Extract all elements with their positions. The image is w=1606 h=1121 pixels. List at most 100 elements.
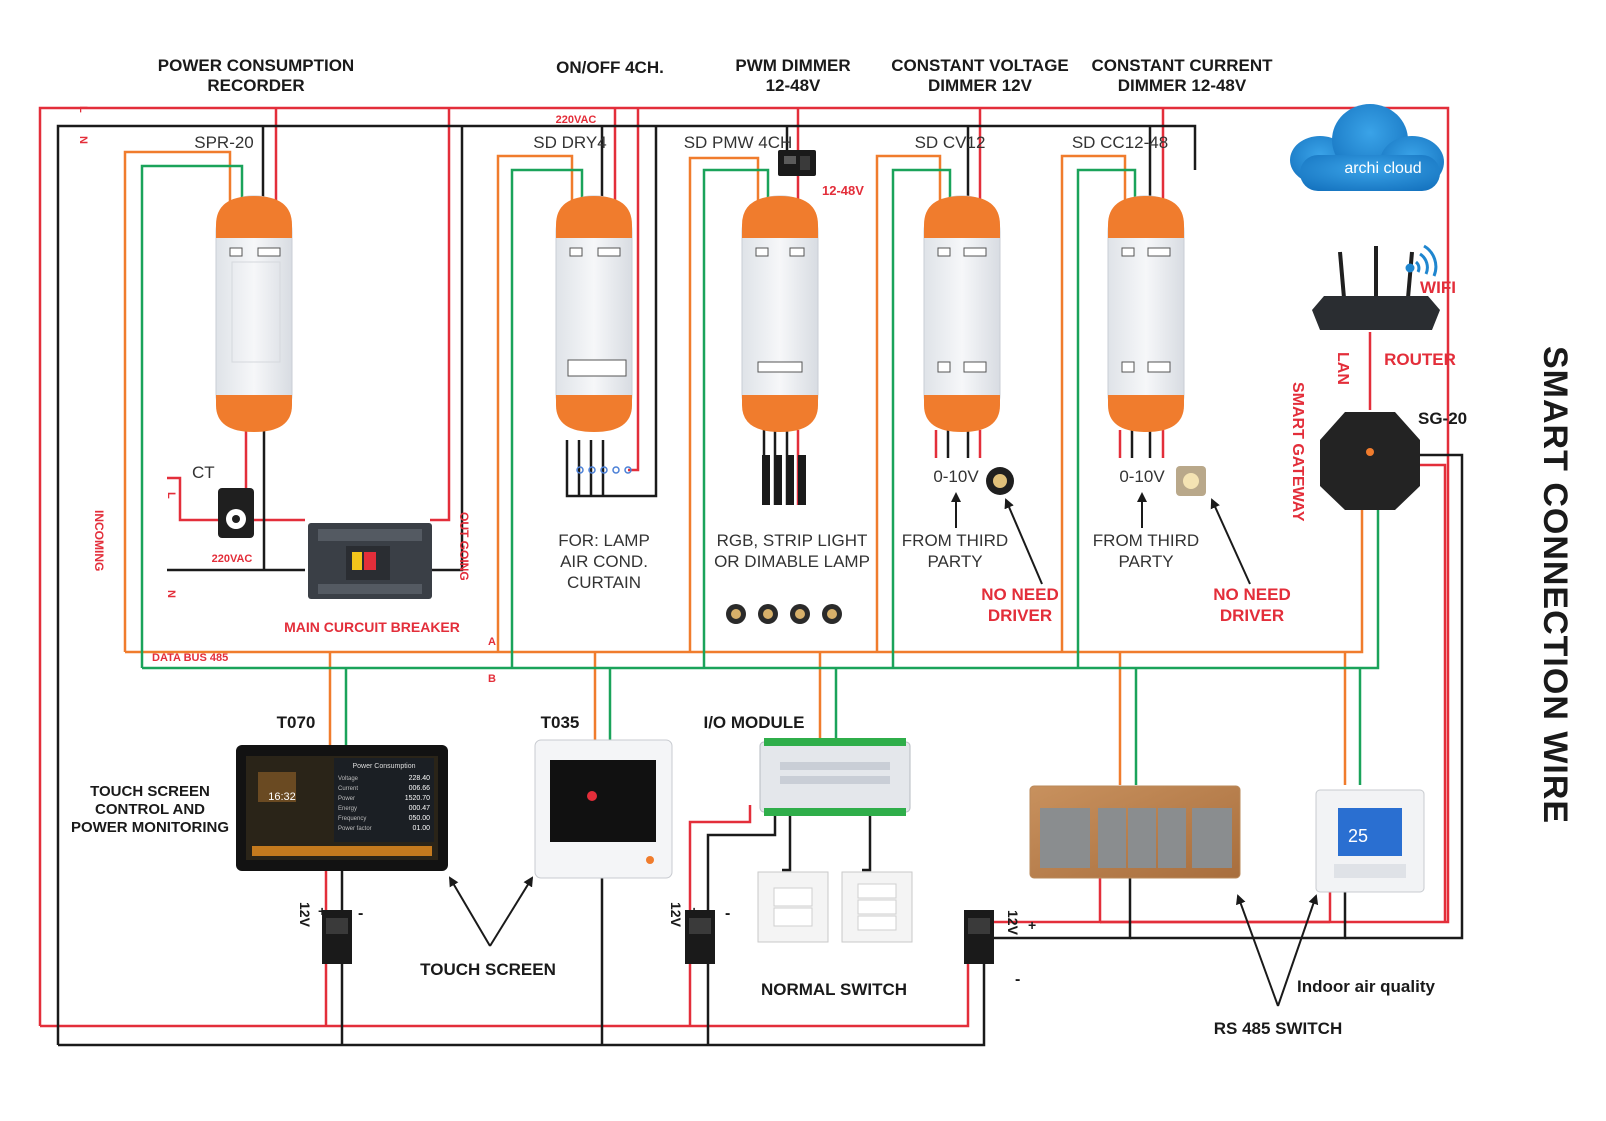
- touch-ctrl-line2: CONTROL AND: [95, 801, 205, 818]
- note-cc-noneed: NO NEED DRIVER: [1213, 585, 1290, 625]
- header-cc: CONSTANT CURRENT DIMMER 12-48V: [1091, 56, 1273, 95]
- module-pmw: [741, 195, 819, 432]
- psu2-voltage: 12V: [668, 902, 684, 928]
- header-spr-line1: POWER CONSUMPTION: [158, 56, 354, 75]
- label-main-breaker: MAIN CURCUIT BREAKER: [284, 619, 460, 635]
- label-0-10v-cv: 0-10V: [933, 467, 979, 486]
- pwm-connectors-icon: [762, 455, 806, 505]
- note-cv-noneed-line2: DRIVER: [988, 606, 1052, 625]
- label-rs485-switch: RS 485 SWITCH: [1214, 1019, 1342, 1038]
- note-cv-noneed-line1: NO NEED: [981, 585, 1058, 604]
- rs485-switch-panel: [1029, 785, 1241, 879]
- label-l: L: [77, 106, 89, 113]
- note-dry-line2: AIR COND.: [560, 552, 648, 571]
- label-0-10v-cc: 0-10V: [1119, 467, 1165, 486]
- ct-sensor-icon: [218, 488, 254, 538]
- t070-row-key: Energy: [338, 806, 357, 812]
- led-lamps-icon: [726, 604, 842, 624]
- t070-row-value: 228.40: [409, 775, 431, 782]
- note-dry: FOR: LAMP AIR COND. CURTAIN: [558, 531, 650, 592]
- module-dry: [555, 195, 633, 432]
- t070-row-key: Voltage: [338, 776, 359, 782]
- label-bus-b: B: [488, 673, 496, 685]
- t070-time: 16:32: [268, 791, 296, 803]
- label-12-48v: 12-48V: [822, 183, 864, 198]
- module-name-cc: SD CC12-48: [1072, 133, 1168, 152]
- note-cc-from-line1: FROM THIRD: [1093, 531, 1199, 550]
- psu-1-icon: [322, 910, 352, 964]
- header-dry: ON/OFF 4CH.: [556, 58, 664, 77]
- gateway-sg20-icon: [1320, 412, 1420, 510]
- module-spr: [215, 195, 293, 432]
- module-cc: [1107, 195, 1185, 432]
- t070-heading: Power Consumption: [352, 763, 415, 770]
- touch-ctrl-line3: POWER MONITORING: [71, 819, 229, 836]
- note-cv-noneed: NO NEED DRIVER: [981, 585, 1058, 625]
- main-breaker-icon: [308, 523, 432, 599]
- psu1-plus: +: [318, 903, 326, 919]
- psu1-voltage: 12V: [297, 902, 313, 928]
- module-name-cv: SD CV12: [915, 133, 986, 152]
- note-dry-line1: FOR: LAMP: [558, 531, 650, 550]
- normal-switch-2-icon: [841, 871, 913, 943]
- label-indoor-air-quality: Indoor air quality: [1297, 977, 1435, 996]
- label-t070: T070: [277, 713, 316, 732]
- t070-touch-panel: 16:32 Power Consumption Voltage 228.40 C…: [236, 745, 448, 871]
- cloud-label: archi cloud: [1344, 160, 1421, 177]
- thermostat-temp: 25: [1348, 826, 1368, 846]
- psu1-minus: -: [358, 905, 363, 922]
- cv-lamp-icon: [986, 467, 1014, 495]
- touch-ctrl-line1: TOUCH SCREEN: [90, 783, 210, 800]
- t070-row-value: 000.47: [409, 805, 431, 812]
- note-pmw: RGB, STRIP LIGHT OR DIMABLE LAMP: [714, 531, 870, 571]
- cc-lamp-icon: [1176, 466, 1206, 496]
- label-sg20: SG-20: [1418, 409, 1467, 428]
- note-cc-noneed-line1: NO NEED: [1213, 585, 1290, 604]
- label-normal-switch: NORMAL SWITCH: [761, 980, 907, 999]
- cloud-icon: [1290, 104, 1444, 191]
- note-cv-from: FROM THIRD PARTY: [902, 531, 1008, 571]
- bus-b-wires: [140, 164, 1380, 785]
- note-dry-line3: CURTAIN: [567, 573, 641, 592]
- label-bus-a: A: [488, 636, 496, 648]
- note-cc-noneed-line2: DRIVER: [1220, 606, 1284, 625]
- label-ct: CT: [192, 463, 215, 482]
- header-cv-line2: DIMMER 12V: [928, 76, 1033, 95]
- io-module-icon: [759, 738, 911, 816]
- module-name-dry: SD DRY4: [533, 133, 606, 152]
- router-icon: [1312, 246, 1440, 330]
- psu3-minus: -: [1015, 971, 1020, 988]
- t070-row-key: Current: [338, 786, 358, 792]
- wifi-icon: [1405, 244, 1438, 277]
- label-incoming: INCOMING: [92, 510, 106, 571]
- psu2-plus: +: [690, 903, 698, 919]
- header-cc-line1: CONSTANT CURRENT: [1091, 56, 1273, 75]
- t070-row-value: 050.00: [409, 815, 431, 822]
- psu2-minus: -: [725, 905, 730, 922]
- thermostat-panel: 25: [1315, 789, 1425, 893]
- psu-3-icon: [964, 910, 994, 964]
- note-cc-from-line2: PARTY: [1118, 552, 1173, 571]
- note-cv-from-line1: FROM THIRD: [902, 531, 1008, 550]
- page-title: SMART CONNECTION WIRE: [1536, 346, 1574, 824]
- label-touch-screen: TOUCH SCREEN: [420, 960, 556, 979]
- label-lan: LAN: [1334, 352, 1351, 385]
- note-pmw-line1: RGB, STRIP LIGHT: [717, 531, 868, 550]
- header-spr-line2: RECORDER: [207, 76, 304, 95]
- t070-row-value: 1520.70: [405, 795, 430, 802]
- label-router: ROUTER: [1384, 350, 1456, 369]
- t035-touch-panel: [534, 739, 673, 879]
- label-220vac-top: 220VAC: [556, 114, 597, 126]
- t070-row-value: 006.66: [409, 785, 431, 792]
- normal-switch-1-icon: [757, 871, 829, 943]
- psu3-plus: +: [1028, 917, 1036, 933]
- dry-contacts: [576, 466, 632, 474]
- header-cv: CONSTANT VOLTAGE DIMMER 12V: [891, 56, 1069, 95]
- t070-row-key: Frequency: [338, 816, 366, 822]
- t070-row-key: Power factor: [338, 826, 372, 832]
- module-name-pmw: SD PMW 4CH: [684, 133, 793, 152]
- t070-row-key: Power: [338, 796, 355, 802]
- label-data-bus: DATA BUS 485: [152, 652, 228, 664]
- label-t035: T035: [541, 713, 580, 732]
